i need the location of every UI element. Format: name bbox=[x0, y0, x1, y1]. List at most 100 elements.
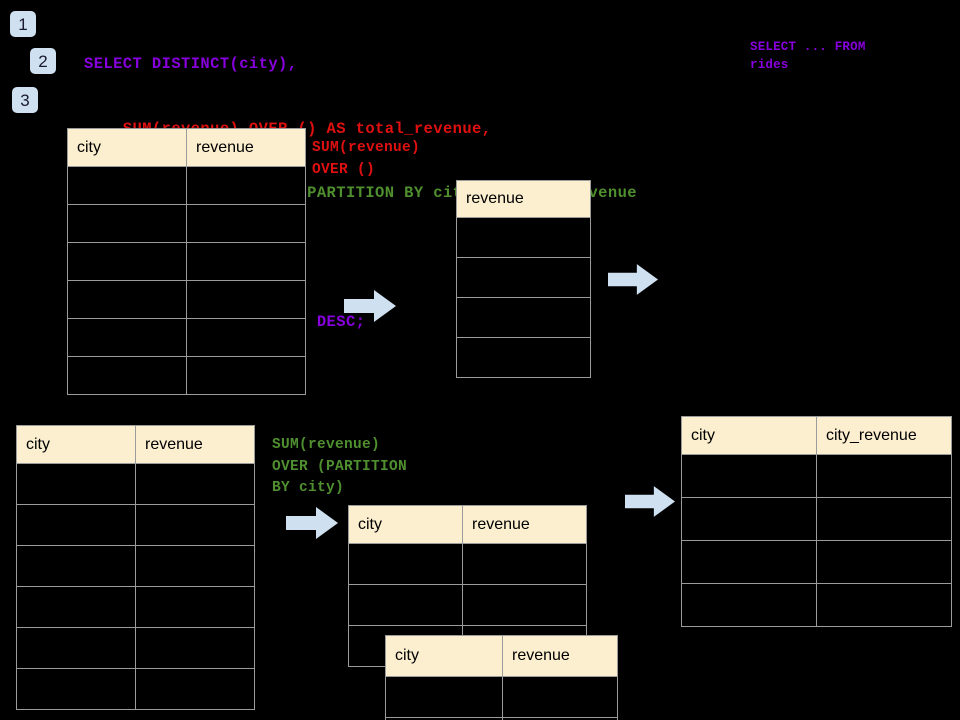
cell-city bbox=[16, 463, 136, 505]
table-total-revenue: revenue bbox=[456, 180, 591, 378]
table-row bbox=[16, 545, 255, 587]
cell-city bbox=[67, 318, 187, 357]
cell-revenue bbox=[135, 668, 255, 710]
table-row bbox=[456, 217, 591, 258]
table-source-bottom: city revenue bbox=[16, 425, 255, 710]
arrow-partition-to-final bbox=[625, 486, 675, 517]
arrow-total-to-final bbox=[608, 264, 658, 295]
table-row bbox=[681, 540, 952, 584]
annotation-select-from: SELECT ... FROM rides bbox=[750, 40, 866, 72]
cell-revenue bbox=[456, 217, 591, 258]
table-partition-front: city revenue bbox=[385, 635, 618, 720]
cell-revenue bbox=[186, 242, 306, 281]
table-header-row: city revenue bbox=[67, 128, 306, 167]
annotation-sum-over-partition: SUM(revenue) OVER (PARTITION BY city) bbox=[272, 437, 408, 496]
table-row bbox=[16, 586, 255, 628]
cell-city bbox=[348, 543, 463, 585]
table-row bbox=[67, 166, 306, 205]
step-badge-1: 1 bbox=[10, 11, 36, 37]
table-row bbox=[456, 297, 591, 338]
cell-revenue bbox=[186, 204, 306, 243]
table-row bbox=[67, 204, 306, 243]
table-source-top: city revenue bbox=[67, 128, 306, 395]
table-row bbox=[16, 463, 255, 505]
cell-revenue bbox=[186, 356, 306, 395]
column-header-revenue: revenue bbox=[462, 505, 587, 544]
cell-revenue bbox=[462, 543, 587, 585]
table-final-result: city city_revenue bbox=[681, 416, 952, 627]
table-partition-back: city revenue bbox=[348, 505, 587, 667]
table-row bbox=[67, 356, 306, 395]
column-header-city: city bbox=[348, 505, 463, 544]
step-badge-3: 3 bbox=[12, 87, 38, 113]
cell-city bbox=[681, 583, 817, 627]
column-header-revenue: revenue bbox=[186, 128, 306, 167]
cell-revenue bbox=[186, 166, 306, 205]
cell-city bbox=[67, 204, 187, 243]
cell-city bbox=[681, 497, 817, 541]
cell-city bbox=[67, 280, 187, 319]
column-header-city: city bbox=[385, 635, 503, 677]
table-header-row: city revenue bbox=[348, 505, 587, 544]
column-header-city-revenue: city_revenue bbox=[816, 416, 952, 455]
cell-city bbox=[348, 584, 463, 626]
cell-city bbox=[681, 540, 817, 584]
table-header-row: city revenue bbox=[16, 425, 255, 464]
cell-revenue bbox=[456, 257, 591, 298]
table-row bbox=[16, 668, 255, 710]
table-row bbox=[67, 318, 306, 357]
table-row bbox=[681, 497, 952, 541]
cell-revenue bbox=[135, 463, 255, 505]
table-row bbox=[456, 337, 591, 378]
arrow-source-to-partition bbox=[286, 507, 338, 539]
cell-revenue bbox=[186, 318, 306, 357]
table-row bbox=[348, 584, 587, 626]
cell-city bbox=[16, 668, 136, 710]
cell-city bbox=[16, 504, 136, 546]
cell-revenue bbox=[502, 676, 618, 718]
table-row bbox=[16, 627, 255, 669]
table-header-row: city revenue bbox=[385, 635, 618, 677]
cell-revenue bbox=[135, 545, 255, 587]
step-badge-2: 2 bbox=[30, 48, 56, 74]
table-row bbox=[385, 717, 618, 720]
table-row bbox=[681, 454, 952, 498]
table-row bbox=[67, 280, 306, 319]
cell-city bbox=[385, 676, 503, 718]
cell-city bbox=[681, 454, 817, 498]
annotation-sum-over-empty: SUM(revenue) OVER () bbox=[312, 140, 421, 178]
sql-line-1: SELECT DISTINCT(city), bbox=[84, 55, 298, 73]
table-header-row: revenue bbox=[456, 180, 591, 218]
cell-city-revenue bbox=[816, 583, 952, 627]
table-row bbox=[456, 257, 591, 298]
column-header-revenue: revenue bbox=[456, 180, 591, 218]
cell-city bbox=[67, 242, 187, 281]
cell-revenue bbox=[456, 337, 591, 378]
cell-city bbox=[67, 166, 187, 205]
cell-revenue bbox=[186, 280, 306, 319]
table-row bbox=[681, 583, 952, 627]
table-header-row: city city_revenue bbox=[681, 416, 952, 455]
cell-revenue bbox=[135, 627, 255, 669]
column-header-city: city bbox=[681, 416, 817, 455]
cell-city-revenue bbox=[816, 540, 952, 584]
table-row bbox=[67, 242, 306, 281]
column-header-city: city bbox=[67, 128, 187, 167]
table-row bbox=[348, 543, 587, 585]
column-header-city: city bbox=[16, 425, 136, 464]
cell-revenue bbox=[502, 717, 618, 720]
cell-revenue bbox=[456, 297, 591, 338]
cell-city bbox=[67, 356, 187, 395]
cell-city-revenue bbox=[816, 454, 952, 498]
cell-revenue bbox=[462, 584, 587, 626]
arrow-source-to-total bbox=[344, 290, 396, 322]
cell-city-revenue bbox=[816, 497, 952, 541]
column-header-revenue: revenue bbox=[502, 635, 618, 677]
cell-revenue bbox=[135, 586, 255, 628]
cell-city bbox=[16, 545, 136, 587]
table-row bbox=[16, 504, 255, 546]
table-row bbox=[385, 676, 618, 718]
cell-revenue bbox=[135, 504, 255, 546]
cell-city bbox=[16, 627, 136, 669]
column-header-revenue: revenue bbox=[135, 425, 255, 464]
